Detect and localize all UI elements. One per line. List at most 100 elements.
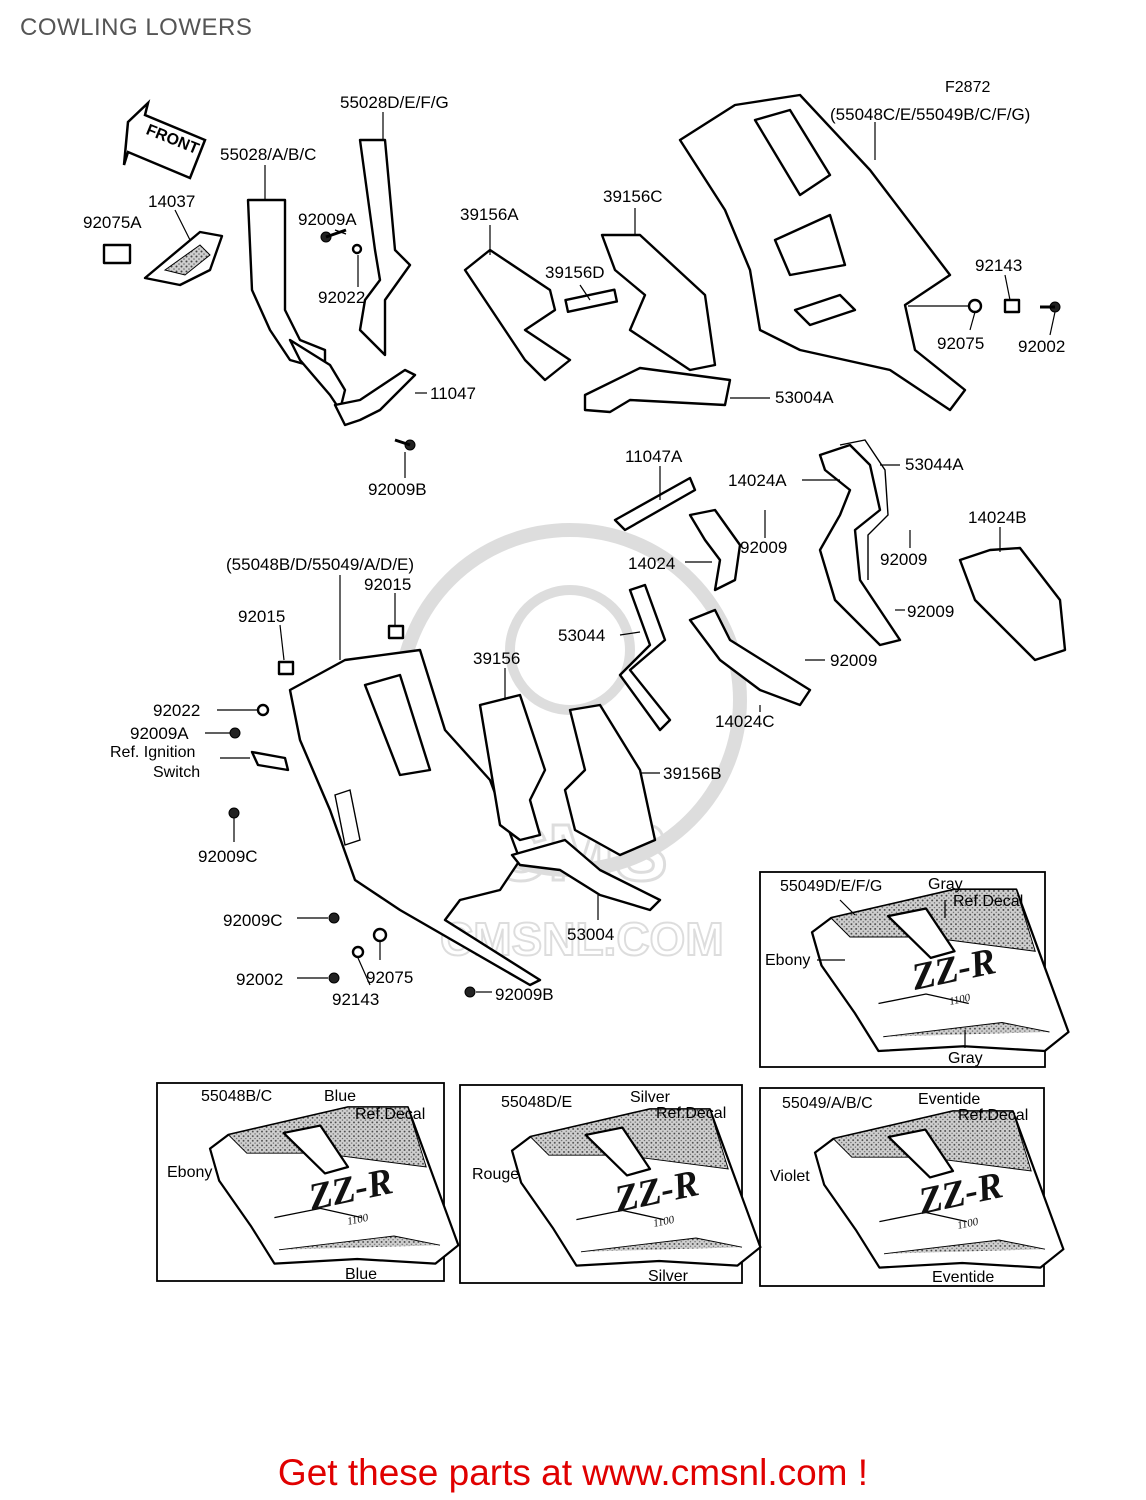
label-53004: 53004 <box>567 925 614 944</box>
label-92002: 92002 <box>236 970 283 989</box>
label-53044: 53044 <box>558 626 605 645</box>
bracket-14024A <box>818 439 902 647</box>
label-39156A: 39156A <box>460 205 519 224</box>
bracket-11047 <box>333 368 417 427</box>
screw-92009B-top <box>394 438 416 451</box>
pad-39156A <box>463 248 572 382</box>
label-14024C: 14024C <box>715 712 775 731</box>
leader-lines <box>174 112 1056 1048</box>
svg-text:Blue: Blue <box>345 1266 377 1283</box>
variant-2-labels: 55048B/C Blue Ref.Decal Ebony Blue <box>167 1088 425 1283</box>
svg-text:1100: 1100 <box>346 1212 370 1228</box>
label-11047A: 11047A <box>625 447 683 466</box>
variant-box-3 <box>459 1084 743 1284</box>
part-labels: F2872 (55048C/E/55049B/C/F/G) 55028D/E/F… <box>83 79 1065 1009</box>
svg-text:55048D/E: 55048D/E <box>501 1094 572 1111</box>
svg-text:Ref.Decal: Ref.Decal <box>656 1105 726 1122</box>
svg-text:Gray: Gray <box>948 1050 983 1067</box>
label-92009A: 92009A <box>130 724 189 743</box>
label-92009C-b: 92009C <box>223 911 283 930</box>
label-92009-c: 92009 <box>907 602 954 621</box>
svg-text:Silver: Silver <box>648 1268 689 1285</box>
label-92009-a: 92009 <box>740 538 787 557</box>
part-14037 <box>143 230 224 287</box>
pad-39156D <box>564 288 619 314</box>
bracket-14024B <box>958 546 1067 662</box>
variant-3-labels: 55048D/E Silver Ref.Decal Rouge Silver <box>472 1089 726 1285</box>
label-ref-ignition: Ref. Ignition <box>110 744 195 761</box>
lower-fasteners <box>228 624 476 998</box>
part-92075A <box>102 243 132 265</box>
label-55028DEFG: 55028D/E/F/G <box>340 93 449 112</box>
label-92015-b: 92015 <box>364 575 411 594</box>
diagram-code: F2872 <box>945 79 990 96</box>
washer-92022-top <box>351 243 363 255</box>
svg-text:Ref.Decal: Ref.Decal <box>355 1106 425 1123</box>
screw-92009A-top <box>320 228 347 243</box>
label-53004A: 53004A <box>775 388 834 407</box>
pad-39156B <box>563 703 657 857</box>
label-14037: 14037 <box>148 192 195 211</box>
svg-text:55048B/C: 55048B/C <box>201 1088 272 1105</box>
seal-53004A <box>583 366 732 414</box>
pad-39156C <box>600 233 717 372</box>
svg-text:Eventide: Eventide <box>918 1091 980 1108</box>
seal-53004 <box>510 838 662 912</box>
svg-text:1100: 1100 <box>956 1216 980 1232</box>
label-14024B: 14024B <box>968 508 1027 527</box>
label-92075A: 92075A <box>83 213 142 232</box>
pad-39156 <box>478 693 547 842</box>
svg-text:55049/A/B/C: 55049/A/B/C <box>782 1095 873 1112</box>
label-92022: 92022 <box>153 701 200 720</box>
svg-text:1100: 1100 <box>948 992 972 1008</box>
label-14024A: 14024A <box>728 471 787 490</box>
svg-text:Ebony: Ebony <box>765 952 810 969</box>
svg-text:Ref.Decal: Ref.Decal <box>953 893 1023 910</box>
variant-4-labels: 55049/A/B/C Eventide Ref.Decal Violet Ev… <box>770 1091 1028 1286</box>
label-92009B-top: 92009B <box>368 480 427 499</box>
bracket-14024 <box>688 508 742 592</box>
footer-link[interactable]: Get these parts at www.cmsnl.com ! <box>277 1452 869 1493</box>
label-ref-ignition-switch: Switch <box>153 764 200 781</box>
inner-panel-55028 <box>246 138 412 412</box>
label-14024: 14024 <box>628 554 675 573</box>
label-11047: 11047 <box>430 384 476 403</box>
svg-text:Rouge: Rouge <box>472 1166 519 1183</box>
label-39156B: 39156B <box>663 764 722 783</box>
cowl-upper-right <box>678 93 967 412</box>
label-92009-b: 92009 <box>880 550 927 569</box>
label-92075-top: 92075 <box>937 334 984 353</box>
label-92009B: 92009B <box>495 985 554 1004</box>
label-92009C-a: 92009C <box>198 847 258 866</box>
label-92009-d: 92009 <box>830 651 877 670</box>
seal-53044 <box>618 583 672 732</box>
label-92022-top: 92022 <box>318 288 365 307</box>
svg-text:Violet: Violet <box>770 1168 810 1185</box>
parts-diagram: CMS CMSNL.COM FRONT <box>83 79 1070 1287</box>
label-92075: 92075 <box>366 968 413 987</box>
variant-1-labels: 55049D/E/F/G Gray Ref.Decal Ebony Gray <box>765 876 1023 1067</box>
label-92143: 92143 <box>332 990 379 1009</box>
cowl-lower-main <box>288 648 542 987</box>
label-92015-a: 92015 <box>238 607 285 626</box>
label-92002-top: 92002 <box>1018 337 1065 356</box>
bracket-14024C <box>688 608 812 707</box>
svg-text:Gray: Gray <box>928 876 963 893</box>
label-92009A-top: 92009A <box>298 210 357 229</box>
label-55048C: (55048C/E/55049B/C/F/G) <box>830 105 1030 124</box>
label-39156C: 39156C <box>603 187 663 206</box>
label-53044A: 53044A <box>905 455 964 474</box>
variant-box-4 <box>759 1087 1045 1287</box>
label-39156D: 39156D <box>545 263 605 282</box>
label-55048B: (55048B/D/55049/A/D/E) <box>226 555 414 574</box>
svg-text:Ebony: Ebony <box>167 1164 212 1181</box>
svg-text:Blue: Blue <box>324 1088 356 1105</box>
svg-text:Eventide: Eventide <box>932 1269 994 1286</box>
front-arrow-icon: FRONT <box>122 99 207 180</box>
bracket-11047A <box>613 476 697 532</box>
svg-text:Silver: Silver <box>630 1089 671 1106</box>
svg-text:1100: 1100 <box>652 1214 676 1230</box>
svg-text:Ref.Decal: Ref.Decal <box>958 1107 1028 1124</box>
label-92143-top: 92143 <box>975 256 1022 275</box>
svg-text:55049D/E/F/G: 55049D/E/F/G <box>780 878 882 895</box>
